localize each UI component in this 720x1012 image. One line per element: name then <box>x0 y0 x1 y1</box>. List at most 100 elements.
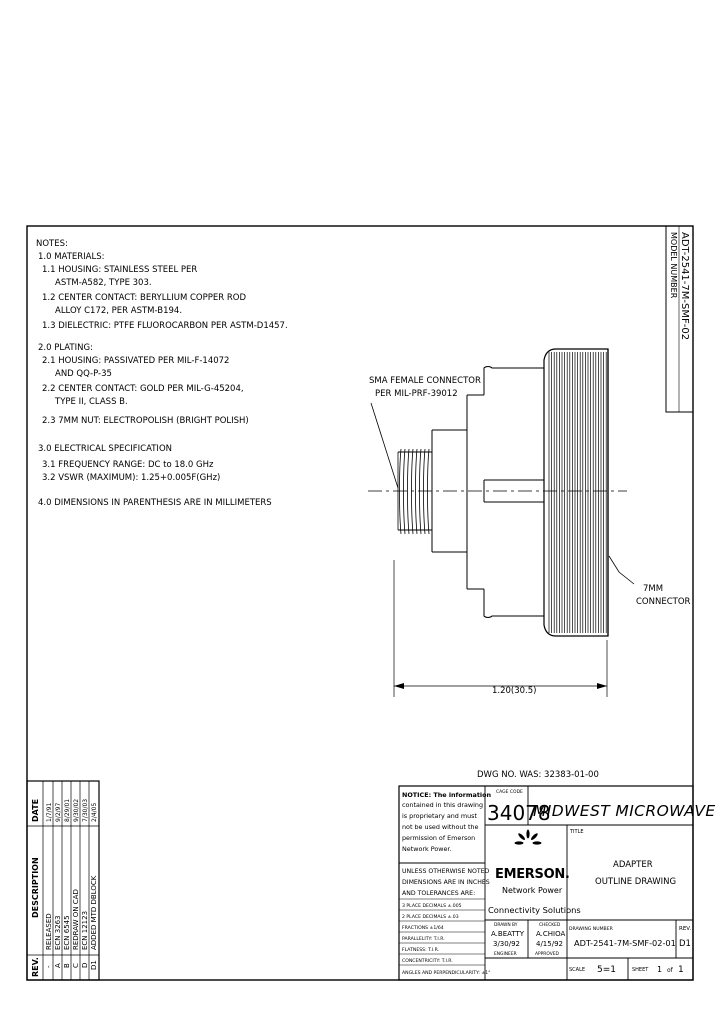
note-line: AND QQ-P-35 <box>55 369 112 379</box>
drawn-by-label: DRAWN BY <box>494 922 518 928</box>
tolerance-value: CONCENTRICITY: T.I.R. <box>402 958 453 964</box>
title-line-1: ADAPTER <box>613 860 653 870</box>
notice-line: is proprietary and must <box>402 812 478 820</box>
note-line: 3.0 ELECTRICAL SPECIFICATION <box>38 444 172 454</box>
rev-cell: B <box>63 963 71 968</box>
checked-label: CHECKED <box>539 922 561 928</box>
company-name: MIDWEST MICROWAVE <box>533 802 716 820</box>
notice-line: permission of Emerson <box>402 834 475 842</box>
rev-cell: D1 <box>90 960 98 970</box>
rev-cell: C <box>72 963 80 968</box>
mm7-callout-label: CONNECTOR <box>636 597 691 607</box>
description-cell: ECN 3263 <box>54 915 62 950</box>
description-cell: RELEASED <box>45 913 53 950</box>
date-cell: 9/30/02 <box>73 799 80 822</box>
title-block: NOTICE: The information contained in thi… <box>398 785 716 981</box>
note-line: 3.1 FREQUENCY RANGE: DC to 18.0 GHz <box>42 460 214 470</box>
engineer-label: ENGINEER <box>494 951 517 957</box>
sheet-label: SHEET <box>632 967 649 973</box>
date-cell: 1/7/91 <box>46 803 53 822</box>
notes: NOTES: 1.0 MATERIALS: 1.1 HOUSING: STAIN… <box>36 239 288 508</box>
tolerance-value: PARALLELITY: T.I.R. <box>402 936 445 942</box>
of-value: 1 <box>678 965 684 975</box>
adapter-body <box>431 366 544 618</box>
note-line: 3.2 VSWR (MAXIMUM): 1.25+0.005F(GHz) <box>42 473 220 483</box>
sma-leader <box>370 402 399 489</box>
note-line: 4.0 DIMENSIONS IN PARENTHESIS ARE IN MIL… <box>38 498 272 508</box>
dimension-value: 1.20(30.5) <box>492 686 536 696</box>
brand-subtitle: Network Power <box>502 886 563 895</box>
note-line: ASTM-A582, TYPE 303. <box>55 278 152 288</box>
adapter-outline: SMA FEMALE CONNECTOR PER MIL-PRF-39012 7… <box>368 348 691 697</box>
tolerance-line: DIMENSIONS ARE IN INCHES <box>402 879 490 886</box>
drawing-number: ADT-2541-7M-SMF-02-01 <box>574 938 676 948</box>
note-line: TYPE II, CLASS B. <box>54 397 128 407</box>
rev-label: REV. <box>679 926 691 932</box>
tolerance-value: FRACTIONS ±1/64 <box>402 925 444 931</box>
checked-date: 4/15/92 <box>536 940 563 948</box>
rev-header: REV. <box>31 957 40 977</box>
description-cell: ECN 6545 <box>63 915 71 950</box>
note-line: 1.1 HOUSING: STAINLESS STEEL PER <box>42 265 197 275</box>
tolerance-line: AND TOLERANCES ARE: <box>402 890 475 897</box>
notice-line: contained in this drawing <box>402 801 483 809</box>
note-line: 1.0 MATERIALS: <box>38 252 105 262</box>
revision-block: REV. DESCRIPTION DATE - RELEASED 1/7/91 … <box>26 780 100 981</box>
mm7-leader <box>608 555 635 585</box>
model-number-label: MODEL NUMBER <box>669 232 678 299</box>
mm7-callout: 7MM <box>643 584 663 594</box>
tolerance-value: FLATNESS: T.I.R. <box>402 947 439 953</box>
cage-code: 34078 <box>487 801 551 825</box>
rev-cell: A <box>54 963 62 968</box>
tolerance-line: UNLESS OTHERWISE NOTED <box>402 868 490 875</box>
date-cell: 7/30/03 <box>82 799 89 822</box>
checked-by: A.CHIOA <box>536 930 565 938</box>
notice-line: Network Power. <box>402 845 451 853</box>
brand-tagline: Connectivity Solutions <box>488 905 581 915</box>
rev-cell: - <box>45 965 53 968</box>
notice-line: not be used without the <box>402 823 479 831</box>
model-number-value: ADT-2541-7M-SMF-02 <box>679 232 690 340</box>
rev-value: D1 <box>679 939 691 949</box>
sheet-value: 1 <box>657 965 662 974</box>
sma-callout-spec: PER MIL-PRF-39012 <box>375 389 458 399</box>
description-header: DESCRIPTION <box>31 857 40 918</box>
drawn-date: 3/30/92 <box>493 940 520 948</box>
date-cell: 8/29/01 <box>64 799 71 822</box>
scale-label: SCALE <box>569 967 585 973</box>
description-cell: REDRAW ON CAD <box>72 889 80 950</box>
notice-line: NOTICE: The information <box>402 791 491 799</box>
note-line: 2.2 CENTER CONTACT: GOLD PER MIL-G-45204… <box>42 384 244 394</box>
brand-name: EMERSON. <box>495 867 570 882</box>
tolerance-value: ANGLES AND PERPENDICULARITY: ±1° <box>402 970 490 976</box>
sma-threads <box>397 448 433 535</box>
drawn-by: A.BEATTY <box>491 930 525 938</box>
scale-value: 5=1 <box>597 965 616 975</box>
drawing-number-label: DRAWING NUMBER <box>569 926 614 932</box>
rev-cell: D <box>81 963 89 968</box>
notes-title: NOTES: <box>36 239 68 249</box>
coupling-nut <box>543 348 609 637</box>
description-cell: ECN 12123 <box>81 911 89 950</box>
cage-code-label: CAGE CODE <box>496 789 523 795</box>
title-label: TITLE <box>569 829 584 835</box>
date-cell: 9/2/97 <box>55 803 62 822</box>
note-line: 1.2 CENTER CONTACT: BERYLLIUM COPPER ROD <box>42 293 246 303</box>
tolerance-value: 2 PLACE DECIMALS ±.03 <box>402 914 459 920</box>
approved-label: APPROVED <box>535 951 560 957</box>
note-line: 2.0 PLATING: <box>38 343 93 353</box>
note-line: ALLOY C172, PER ASTM-B194. <box>55 306 182 316</box>
of-label: of <box>667 967 674 974</box>
emerson-logo: EMERSON. Network Power <box>495 829 570 895</box>
sma-callout: SMA FEMALE CONNECTOR <box>369 376 481 386</box>
model-number-box: MODEL NUMBER ADT-2541-7M-SMF-02 <box>665 225 694 413</box>
tolerance-value: 3 PLACE DECIMALS ±.005 <box>402 903 462 909</box>
note-line: 2.3 7MM NUT: ELECTROPOLISH (BRIGHT POLIS… <box>42 416 249 426</box>
title-line-2: OUTLINE DRAWING <box>595 877 676 887</box>
date-header: DATE <box>31 799 40 822</box>
sheet-border <box>26 225 694 981</box>
note-line: 1.3 DIELECTRIC: PTFE FLUOROCARBON PER AS… <box>42 321 288 331</box>
length-dimension: 1.20(30.5) <box>393 560 608 697</box>
dwg-was: DWG NO. WAS: 32383-01-00 <box>477 770 599 780</box>
